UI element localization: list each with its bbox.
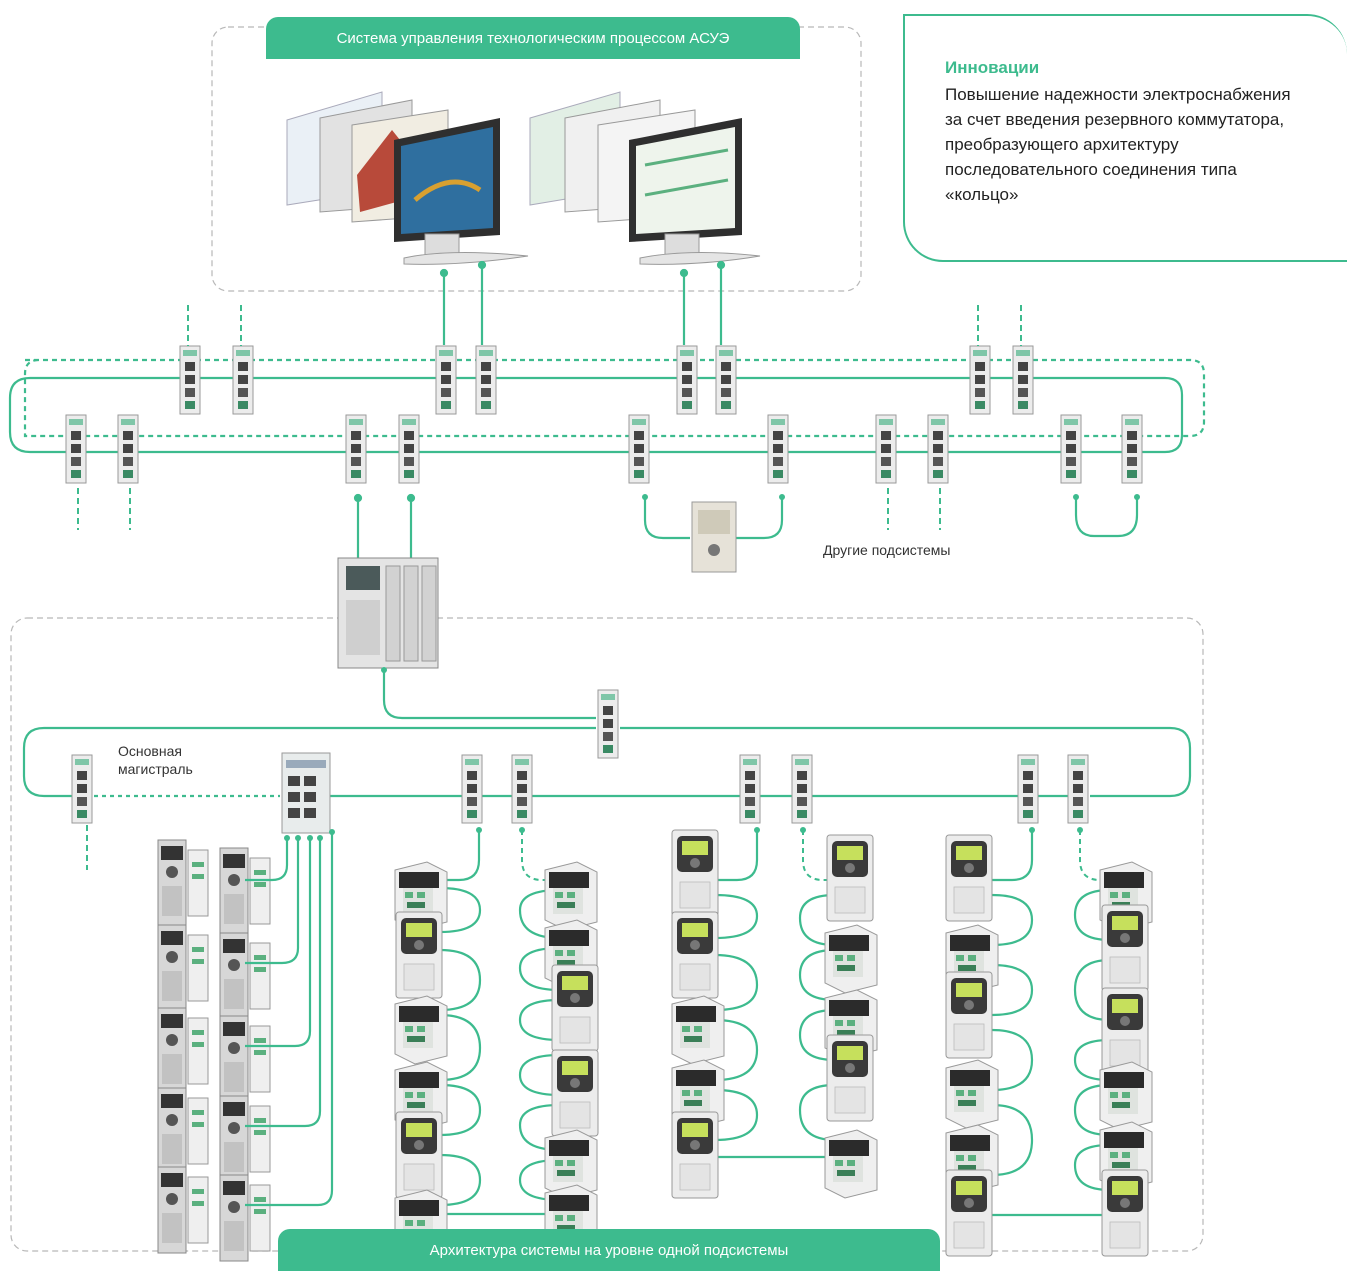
- backbone-ring: [22, 726, 1192, 798]
- managed-switch: [281, 752, 331, 834]
- hmi-screens-right: [529, 91, 761, 265]
- plc-links: [353, 493, 416, 560]
- drive-column-6: [1099, 861, 1153, 1257]
- daisy-chain-standby: [521, 830, 1110, 881]
- ring-switches-upper: [179, 345, 1034, 415]
- drive-column-3: [671, 829, 725, 1199]
- starter-links: [245, 832, 334, 1207]
- ring-switches-lower: [65, 414, 1143, 484]
- lower-switch-stubs: [77, 488, 941, 530]
- innovation-callout: Инновации Повышение надежности электро­с…: [903, 14, 1347, 262]
- motor-starters: [157, 839, 271, 1262]
- drive-column-1: [394, 861, 448, 1259]
- daisy-chain-links: [439, 830, 1111, 1217]
- backbone-switches: [71, 754, 1089, 824]
- subsystem-section-title: Архитектура системы на уровне одной подс…: [278, 1229, 940, 1271]
- innovation-heading: Инновации: [945, 58, 1040, 77]
- drive-column-2: [544, 861, 599, 1254]
- main-bus-label: Основная магистраль: [118, 743, 193, 777]
- plc-controller: [337, 557, 439, 669]
- hmi-links: [439, 260, 726, 345]
- plc-backbone-link: [382, 670, 596, 720]
- drive-column-4: [824, 834, 878, 1199]
- backbone-uplink-switch: [597, 689, 619, 759]
- other-subsystem-controller: [691, 501, 737, 573]
- innovation-text: Повышение надежности электро­снабжения з…: [945, 85, 1291, 204]
- other-subsystem-links: [643, 497, 1139, 540]
- hmi-screens-left: [286, 91, 529, 265]
- ring-network: [8, 358, 1206, 454]
- other-subsystems-label: Другие подсистемы: [823, 542, 951, 558]
- hmi-section-title: Система управления технологическим проце…: [266, 17, 800, 59]
- upper-switch-stubs: [187, 305, 1022, 346]
- drive-column-5: [945, 834, 999, 1257]
